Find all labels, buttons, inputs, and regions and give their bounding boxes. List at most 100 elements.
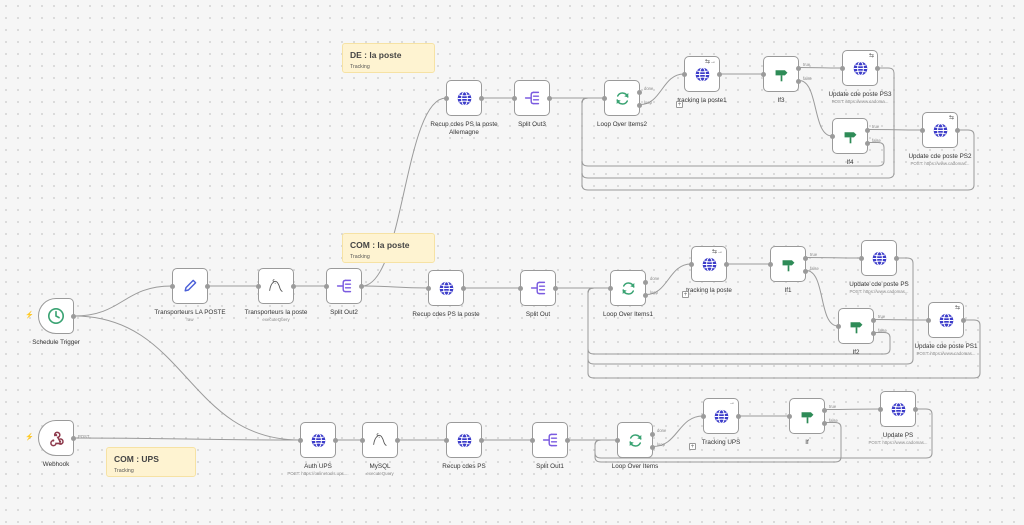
node-mysql[interactable]: [360, 422, 400, 458]
output-port[interactable]: [724, 262, 729, 267]
input-port[interactable]: [530, 438, 535, 443]
node-if[interactable]: [787, 398, 827, 434]
loop-back-connection[interactable]: [594, 422, 842, 463]
node-recup-ps[interactable]: [444, 422, 484, 458]
connection[interactable]: [73, 437, 301, 441]
connection[interactable]: [798, 80, 833, 137]
node-recup-de[interactable]: [444, 80, 484, 116]
input-port[interactable]: [426, 286, 431, 291]
input-port[interactable]: [926, 318, 931, 323]
connection[interactable]: [873, 319, 929, 321]
input-port[interactable]: [830, 134, 835, 139]
node-if3[interactable]: [761, 56, 801, 92]
output-port[interactable]: [643, 293, 648, 298]
node-transporteurs-set[interactable]: [170, 268, 210, 304]
output-port[interactable]: [871, 318, 876, 323]
node-if1[interactable]: [768, 246, 808, 282]
output-port[interactable]: [479, 438, 484, 443]
input-port[interactable]: [768, 262, 773, 267]
input-port[interactable]: [298, 438, 303, 443]
node-update-ps[interactable]: [859, 240, 899, 276]
output-port[interactable]: [822, 421, 827, 426]
output-port[interactable]: [479, 96, 484, 101]
output-port[interactable]: [796, 79, 801, 84]
input-port[interactable]: [256, 284, 261, 289]
node-tracking1[interactable]: ⇆→: [682, 56, 722, 92]
output-port[interactable]: [461, 286, 466, 291]
connection[interactable]: [639, 73, 685, 105]
output-port[interactable]: [71, 314, 76, 319]
input-port[interactable]: [840, 66, 845, 71]
connection[interactable]: [824, 408, 881, 410]
input-port[interactable]: [444, 438, 449, 443]
node-schedule[interactable]: [38, 298, 76, 334]
node-split3[interactable]: [512, 80, 552, 116]
loop-back-connection[interactable]: [587, 287, 891, 355]
output-port[interactable]: [71, 436, 76, 441]
input-port[interactable]: [608, 286, 613, 291]
input-port[interactable]: [859, 256, 864, 261]
connection[interactable]: [73, 315, 301, 441]
node-if2[interactable]: [836, 308, 876, 344]
output-port[interactable]: [650, 445, 655, 450]
output-port[interactable]: [865, 141, 870, 146]
node-auth-ups[interactable]: [298, 422, 338, 458]
input-port[interactable]: [836, 324, 841, 329]
input-port[interactable]: [518, 286, 523, 291]
connection[interactable]: [645, 263, 692, 295]
input-port[interactable]: [920, 128, 925, 133]
add-node-button[interactable]: +: [682, 291, 689, 298]
output-port[interactable]: [637, 90, 642, 95]
output-port[interactable]: [359, 284, 364, 289]
input-port[interactable]: [444, 96, 449, 101]
output-port[interactable]: [894, 256, 899, 261]
add-node-button[interactable]: +: [689, 443, 696, 450]
output-port[interactable]: [822, 408, 827, 413]
input-port[interactable]: [170, 284, 175, 289]
node-update-ps-ups[interactable]: [878, 391, 918, 427]
node-recup-fr[interactable]: [426, 270, 466, 306]
node-split2[interactable]: [324, 268, 364, 304]
node-loop[interactable]: [615, 422, 655, 458]
output-port[interactable]: [333, 438, 338, 443]
output-port[interactable]: [871, 331, 876, 336]
add-node-button[interactable]: +: [676, 101, 683, 108]
input-port[interactable]: [761, 72, 766, 77]
connection[interactable]: [798, 67, 843, 69]
connection[interactable]: [867, 129, 923, 131]
output-port[interactable]: [961, 318, 966, 323]
input-port[interactable]: [689, 262, 694, 267]
input-port[interactable]: [701, 414, 706, 419]
connection[interactable]: [73, 285, 173, 317]
node-update2[interactable]: ⇆: [920, 112, 960, 148]
node-tracking[interactable]: ⇆→: [689, 246, 729, 282]
node-split1[interactable]: [530, 422, 570, 458]
node-webhook[interactable]: [38, 420, 76, 456]
output-port[interactable]: [650, 432, 655, 437]
node-update3[interactable]: ⇆: [840, 50, 880, 86]
node-if4[interactable]: [830, 118, 870, 154]
output-port[interactable]: [736, 414, 741, 419]
connection[interactable]: [805, 270, 839, 327]
connection[interactable]: [361, 285, 429, 289]
input-port[interactable]: [602, 96, 607, 101]
output-port[interactable]: [637, 103, 642, 108]
node-loop2[interactable]: [602, 80, 642, 116]
output-port[interactable]: [803, 269, 808, 274]
output-port[interactable]: [865, 128, 870, 133]
input-port[interactable]: [360, 438, 365, 443]
connection[interactable]: [805, 257, 862, 259]
output-port[interactable]: [803, 256, 808, 261]
input-port[interactable]: [787, 414, 792, 419]
input-port[interactable]: [682, 72, 687, 77]
loop-back-connection[interactable]: [581, 97, 975, 191]
loop-back-connection[interactable]: [581, 97, 885, 167]
output-port[interactable]: [291, 284, 296, 289]
output-port[interactable]: [875, 66, 880, 71]
output-port[interactable]: [547, 96, 552, 101]
output-port[interactable]: [796, 66, 801, 71]
output-port[interactable]: [643, 280, 648, 285]
